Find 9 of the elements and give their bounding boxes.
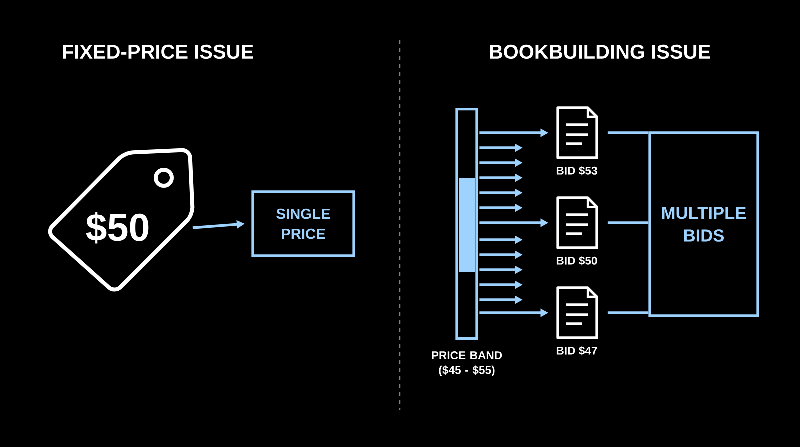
process-box: SINGLE PRICE [252, 190, 356, 258]
bid-label: BID $50 [556, 256, 598, 266]
bid-label: BID $47 [556, 346, 598, 356]
bar-label: PRICE BAND ($45 - $55) [432, 352, 502, 376]
process-box: MULTIPLE BIDS [648, 132, 760, 318]
section-title: FIXED-PRICE ISSUE [63, 44, 254, 60]
section-title: BOOKBUILDING ISSUE [490, 44, 710, 60]
bid-label: BID $53 [556, 166, 598, 176]
price-tag: $50 [48, 148, 195, 292]
